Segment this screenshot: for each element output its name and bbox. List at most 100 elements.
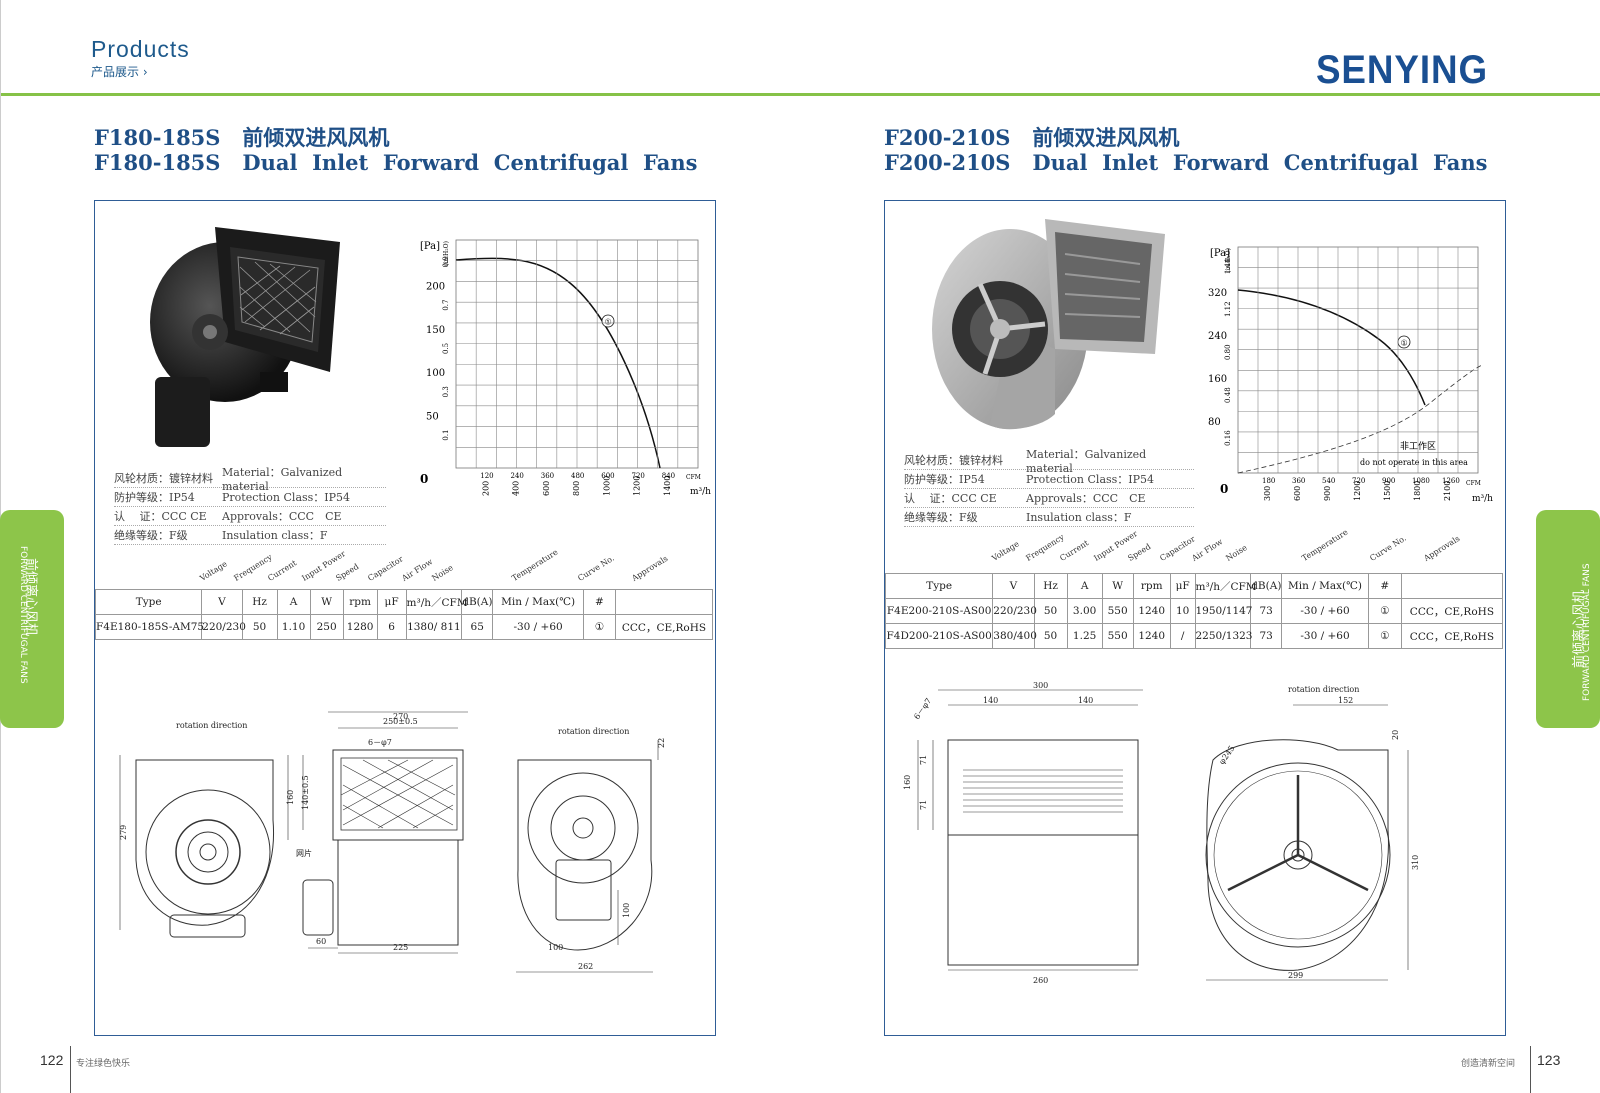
m3-tick-label: 800 [572,481,581,496]
m3-tick-label: 1500 [1383,481,1392,501]
left-rotation-label-2: rotation direction [558,727,629,736]
table-header-label: Speed [1126,542,1153,563]
right-curve-label: ① [1401,339,1408,348]
m3-tick-label: 600 [1293,486,1302,501]
header-divider [0,93,1600,96]
page-number-left: 122 [40,1052,64,1068]
m3-tick-label: 1200 [633,476,642,496]
inh-tick-label: 1.12 [1224,301,1232,317]
inh-tick-label: 0.16 [1224,430,1232,446]
right-product-photo [932,219,1165,430]
cfm-tick-label: 720 [632,472,645,480]
left-dim-22: 22 [657,738,666,748]
right-category-tab: 前倾离心风机 FORWARD CENTRIFUGAL FANS [1536,510,1600,728]
right-dim-310: 310 [1411,855,1420,870]
table-header-label: Current [266,558,299,583]
right-dim-300: 300 [1033,681,1048,690]
left-performance-chart: [Pa] 0 CFM m³/h ① 200150100500.90.70.50.… [420,239,711,497]
inh-tick-label: 0.7 [442,300,450,311]
table-header-label: Noise [430,563,455,583]
inh-tick-label: 0.9 [442,256,450,267]
right-dim-152: 152 [1338,696,1353,705]
right-dim-299: 299 [1288,971,1303,980]
inh-tick-label: 1.44 [1224,258,1232,274]
left-chart-origin: 0 [420,472,428,486]
right-dim-phi245: φ245 [1217,744,1236,766]
left-dim-140: 140±0.5 [301,775,310,810]
left-dim-225: 225 [393,943,408,952]
y-tick-label: 200 [426,282,445,293]
y-tick-label: 80 [1208,417,1221,428]
left-dim-6phi7: 6－φ7 [368,738,392,747]
brand-logo: SENYING [1315,48,1488,92]
y-tick-label: 100 [426,368,445,379]
inh-tick-label: 0.80 [1224,344,1232,360]
table-header-label: Voltage [990,539,1021,563]
table-header-label: Air Flow [400,557,435,583]
left-mesh-label: 网片 [296,848,312,858]
m3-tick-label: 900 [1323,486,1332,501]
inh-tick-label: 0.48 [1224,387,1232,403]
left-dim-160: 160 [286,790,295,805]
products-heading: Products [91,36,190,62]
m3-tick-label: 1000 [602,476,611,496]
right-dim-140b: 140 [1078,696,1093,705]
y-tick-label: 240 [1208,331,1227,342]
left-dim-60: 60 [316,937,326,946]
m3-tick-label: 200 [481,481,490,496]
m3-tick-label: 600 [542,481,551,496]
left-technical-drawing: rotation direction rotation direction 27… [119,711,666,973]
inh-unit-label: (in.H₂O) [443,241,450,266]
right-dim-6phi7: 6－φ7 [912,697,933,722]
right-performance-chart: [Pa] 0 CFM m³/h ① 非工作区 do not operate in… [1208,246,1493,504]
right-operating-limit [1237,364,1483,474]
table-header-label: Current [1058,538,1091,563]
right-chart-origin: 0 [1220,482,1228,496]
right-dim-71b: 71 [919,800,928,810]
cfm-tick-label: 240 [511,472,524,480]
right-chart-pa-label: [Pa] [1210,248,1230,259]
left-title-cn: F180-185S 前倾双进风风机 [94,125,390,150]
right-chart-note-en: do not operate in this area [1360,458,1468,467]
footer-text-left: 专注绿色快乐 [76,1059,131,1069]
cfm-tick-label: 180 [1262,477,1275,485]
right-technical-drawing: 300 140 140 71 71 160 6－φ7 260 rotation … [903,681,1420,985]
left-chart-m3-label: m³/h [690,487,711,497]
left-dim-100a: 100 [622,903,631,918]
cfm-tick-label: 360 [1292,477,1305,485]
right-dim-20: 20 [1391,730,1400,740]
left-dim-262: 262 [578,962,593,971]
left-curve-label: ① [605,318,612,327]
y-tick-label: 150 [426,325,445,336]
table-header-label: Voltage [198,559,229,583]
right-dim-160: 160 [903,775,912,790]
m3-tick-label: 2100 [1443,481,1452,501]
left-dim-270: 270 [393,712,408,721]
m3-tick-label: 1400 [663,476,672,496]
right-chart-m3-label: m³/h [1472,494,1493,504]
cfm-tick-label: 1080 [1412,477,1430,485]
cfm-tick-label: 1260 [1442,477,1460,485]
right-rotation-label: rotation direction [1288,685,1359,694]
m3-tick-label: 300 [1263,486,1272,501]
left-chart-cfm-label: CFM [686,474,701,481]
left-product-photo [150,227,340,447]
cfm-tick-label: 480 [571,472,584,480]
y-tick-label: 160 [1208,374,1227,385]
left-dim-100b: 100 [548,943,563,952]
cfm-tick-label: 540 [1322,477,1335,485]
right-curve-1 [1237,289,1426,406]
cfm-tick-label: 840 [662,472,675,480]
right-title-cn: F200-210S 前倾双进风风机 [884,125,1180,150]
footer-text-right: 创造清新空间 [1461,1059,1516,1069]
right-chart-cfm-label: CFM [1466,480,1481,487]
